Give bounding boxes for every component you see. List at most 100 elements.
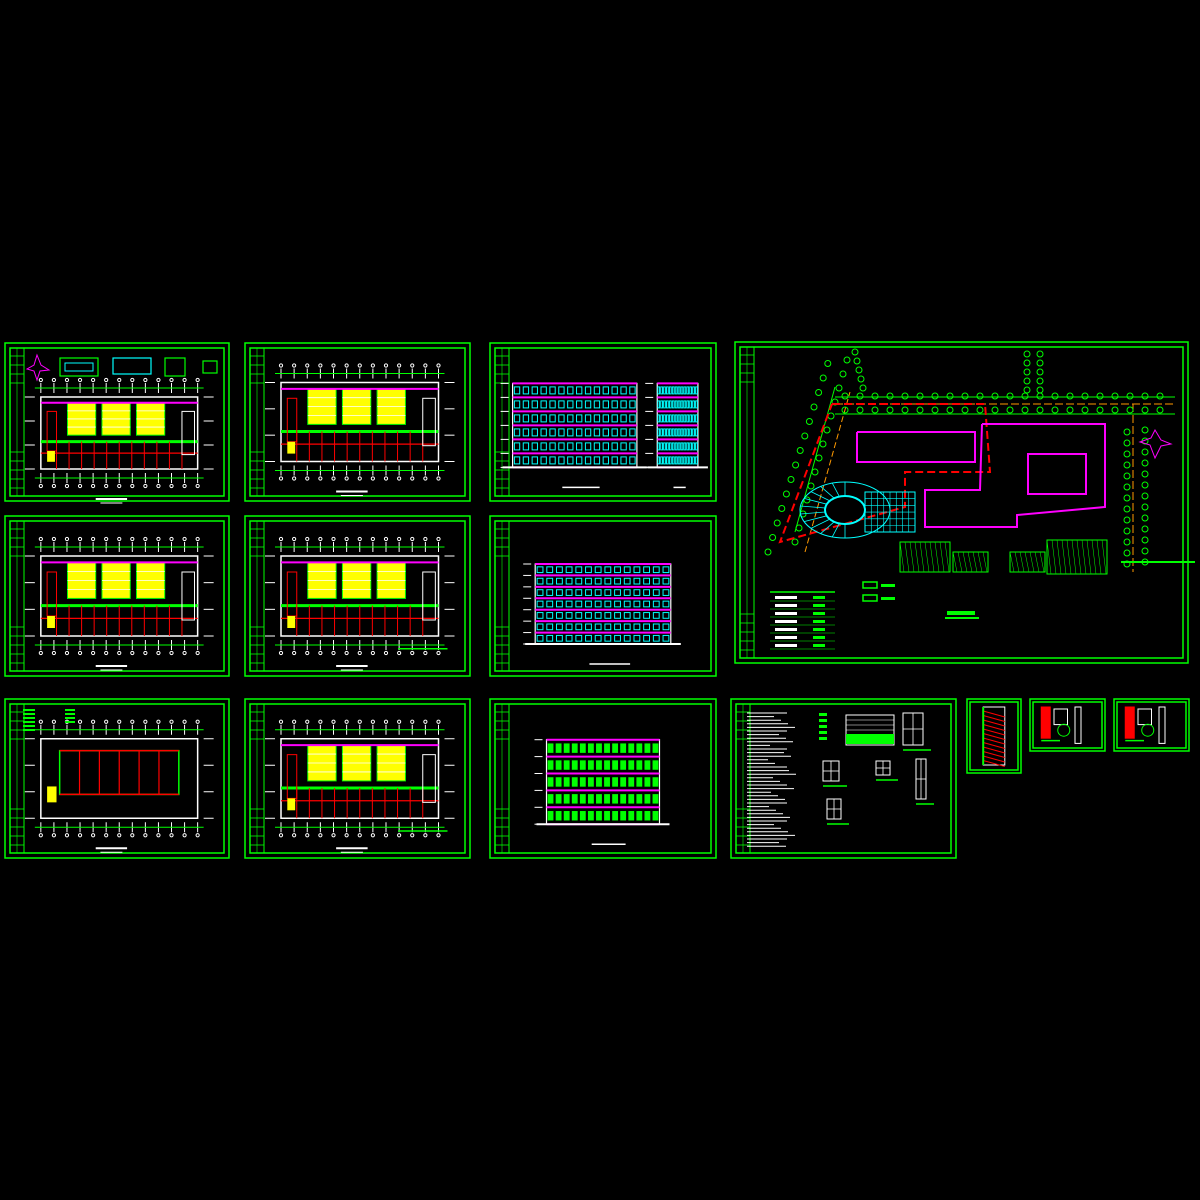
- window: [633, 566, 641, 574]
- window: [677, 414, 681, 423]
- tree-symbol: [841, 406, 849, 414]
- window: [546, 577, 554, 585]
- window: [628, 743, 635, 753]
- window: [546, 566, 554, 574]
- window: [666, 456, 669, 465]
- legend-swatch: [862, 581, 878, 589]
- window: [596, 777, 602, 787]
- tree-symbol: [1066, 392, 1074, 400]
- tree-symbol: [436, 650, 441, 656]
- tree-symbol: [1141, 503, 1149, 511]
- tree-symbol: [423, 536, 428, 542]
- window: [686, 428, 690, 437]
- window: [633, 589, 641, 596]
- window: [531, 414, 538, 423]
- window: [611, 456, 618, 465]
- window: [571, 743, 578, 753]
- window: [686, 400, 690, 409]
- window: [620, 442, 627, 451]
- drawing-sheet-wall-detail[interactable]: [1113, 698, 1190, 752]
- window: [558, 428, 565, 437]
- tree-symbol: [117, 719, 122, 724]
- window: [549, 442, 556, 451]
- detail-plan: [64, 362, 94, 372]
- window: [629, 428, 636, 437]
- window: [652, 634, 660, 642]
- tree-symbol: [344, 363, 349, 368]
- window: [565, 577, 573, 585]
- tree-symbol: [77, 377, 83, 383]
- end-room: [422, 571, 436, 621]
- tree-symbol: [156, 483, 161, 489]
- window: [587, 777, 594, 787]
- window: [546, 634, 554, 642]
- drawing-sheet-elevation-pair[interactable]: [489, 342, 717, 502]
- drawing-sheet-floor-plan[interactable]: [244, 515, 471, 677]
- window: [513, 414, 521, 423]
- window: [686, 442, 690, 451]
- tree-symbol: [423, 650, 428, 656]
- cad-line: [800, 511, 826, 515]
- drawing-sheet-floor-plan-with-details[interactable]: [4, 342, 230, 504]
- drawing-sheet-floor-plan[interactable]: [244, 698, 471, 859]
- window: [593, 414, 601, 423]
- tree-symbol: [397, 650, 402, 656]
- tree-symbol: [397, 476, 402, 481]
- drawing-sheet-stair-detail[interactable]: [966, 698, 1022, 774]
- tree-symbol: [436, 476, 441, 481]
- window: [546, 589, 554, 596]
- window: [556, 589, 563, 596]
- drawing-sheet-ground-floor-plan[interactable]: [4, 698, 230, 859]
- cad-line: [904, 541, 910, 573]
- tree-symbol: [436, 719, 441, 724]
- drawing-sheet-floor-plan[interactable]: [244, 342, 471, 502]
- tree-symbol: [104, 377, 109, 383]
- table-row: [775, 644, 797, 647]
- window: [660, 428, 663, 437]
- tree-symbol: [423, 719, 428, 724]
- tree-symbol: [51, 650, 57, 656]
- tree-symbol: [1123, 472, 1131, 480]
- window: [513, 442, 521, 451]
- window: [652, 743, 659, 753]
- tree-symbol: [305, 476, 310, 481]
- window: [522, 414, 530, 423]
- window: [692, 456, 695, 465]
- window: [614, 623, 621, 631]
- cad-line: [967, 551, 973, 573]
- window: [620, 794, 627, 804]
- window: [558, 456, 565, 465]
- tree-symbol: [1111, 392, 1119, 400]
- tree-symbol: [841, 392, 849, 400]
- drawing-sheet-floor-plan[interactable]: [4, 515, 230, 677]
- tree-symbol: [64, 833, 70, 838]
- tree-symbol: [130, 833, 135, 838]
- tree-symbol: [64, 483, 70, 489]
- window: [695, 400, 698, 409]
- window: [604, 634, 612, 642]
- north-arrow-icon: [25, 353, 51, 382]
- drawing-sheet-wall-detail[interactable]: [1029, 698, 1106, 752]
- tree-symbol: [1141, 426, 1149, 434]
- drawing-sheet-design-notes[interactable]: [730, 698, 957, 859]
- drawing-sheet-elevation[interactable]: [489, 515, 717, 677]
- tree-symbol: [1123, 439, 1131, 447]
- drawing-sheet-site-plan[interactable]: [734, 341, 1195, 664]
- tree-symbol: [91, 833, 96, 838]
- window: [584, 386, 592, 395]
- tree-symbol: [357, 476, 362, 481]
- window: [602, 442, 609, 451]
- site-boundary: [778, 403, 992, 544]
- window: [604, 811, 610, 821]
- window: [674, 386, 678, 395]
- window: [536, 589, 544, 596]
- tree-symbol: [318, 363, 323, 368]
- window: [652, 589, 660, 596]
- cad-line: [983, 728, 1005, 736]
- window: [671, 456, 675, 465]
- tree-symbol: [64, 650, 70, 656]
- sheet-outer-frame: [489, 342, 717, 502]
- tree-symbol: [423, 833, 428, 838]
- drawing-sheet-section[interactable]: [489, 698, 717, 859]
